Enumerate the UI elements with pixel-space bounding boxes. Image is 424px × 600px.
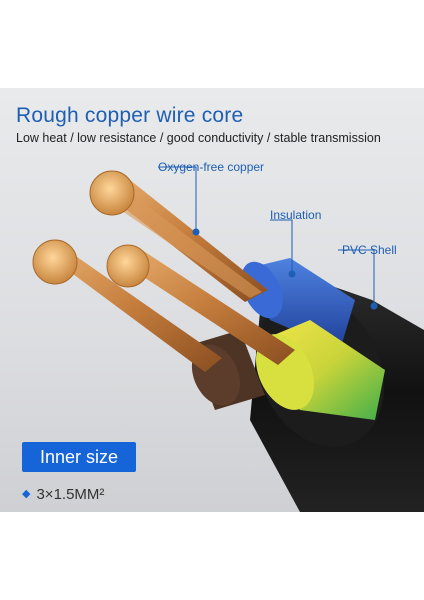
page-title: Rough copper wire core bbox=[16, 104, 244, 127]
diamond-icon: ◆ bbox=[22, 488, 31, 500]
copper-conductor-middle bbox=[106, 244, 295, 365]
inner-size-badge: Inner size bbox=[22, 442, 136, 472]
copper-conductor-top bbox=[89, 170, 268, 302]
callout-oxygen-free-copper: Oxygen-free copper bbox=[158, 160, 265, 174]
callout-lines bbox=[158, 166, 378, 310]
inner-size-value: 3×1.5MM² bbox=[36, 486, 105, 503]
callout-pvc-shell: PVC Shell bbox=[342, 243, 397, 257]
inner-size-spec: ◆ 3×1.5MM² bbox=[22, 486, 104, 503]
callout-insulation: Insulation bbox=[270, 208, 322, 222]
inner-size-label: Inner size bbox=[39, 447, 119, 467]
copper-conductor-left bbox=[32, 239, 222, 372]
page-subtitle: Low heat / low resistance / good conduct… bbox=[16, 131, 381, 145]
